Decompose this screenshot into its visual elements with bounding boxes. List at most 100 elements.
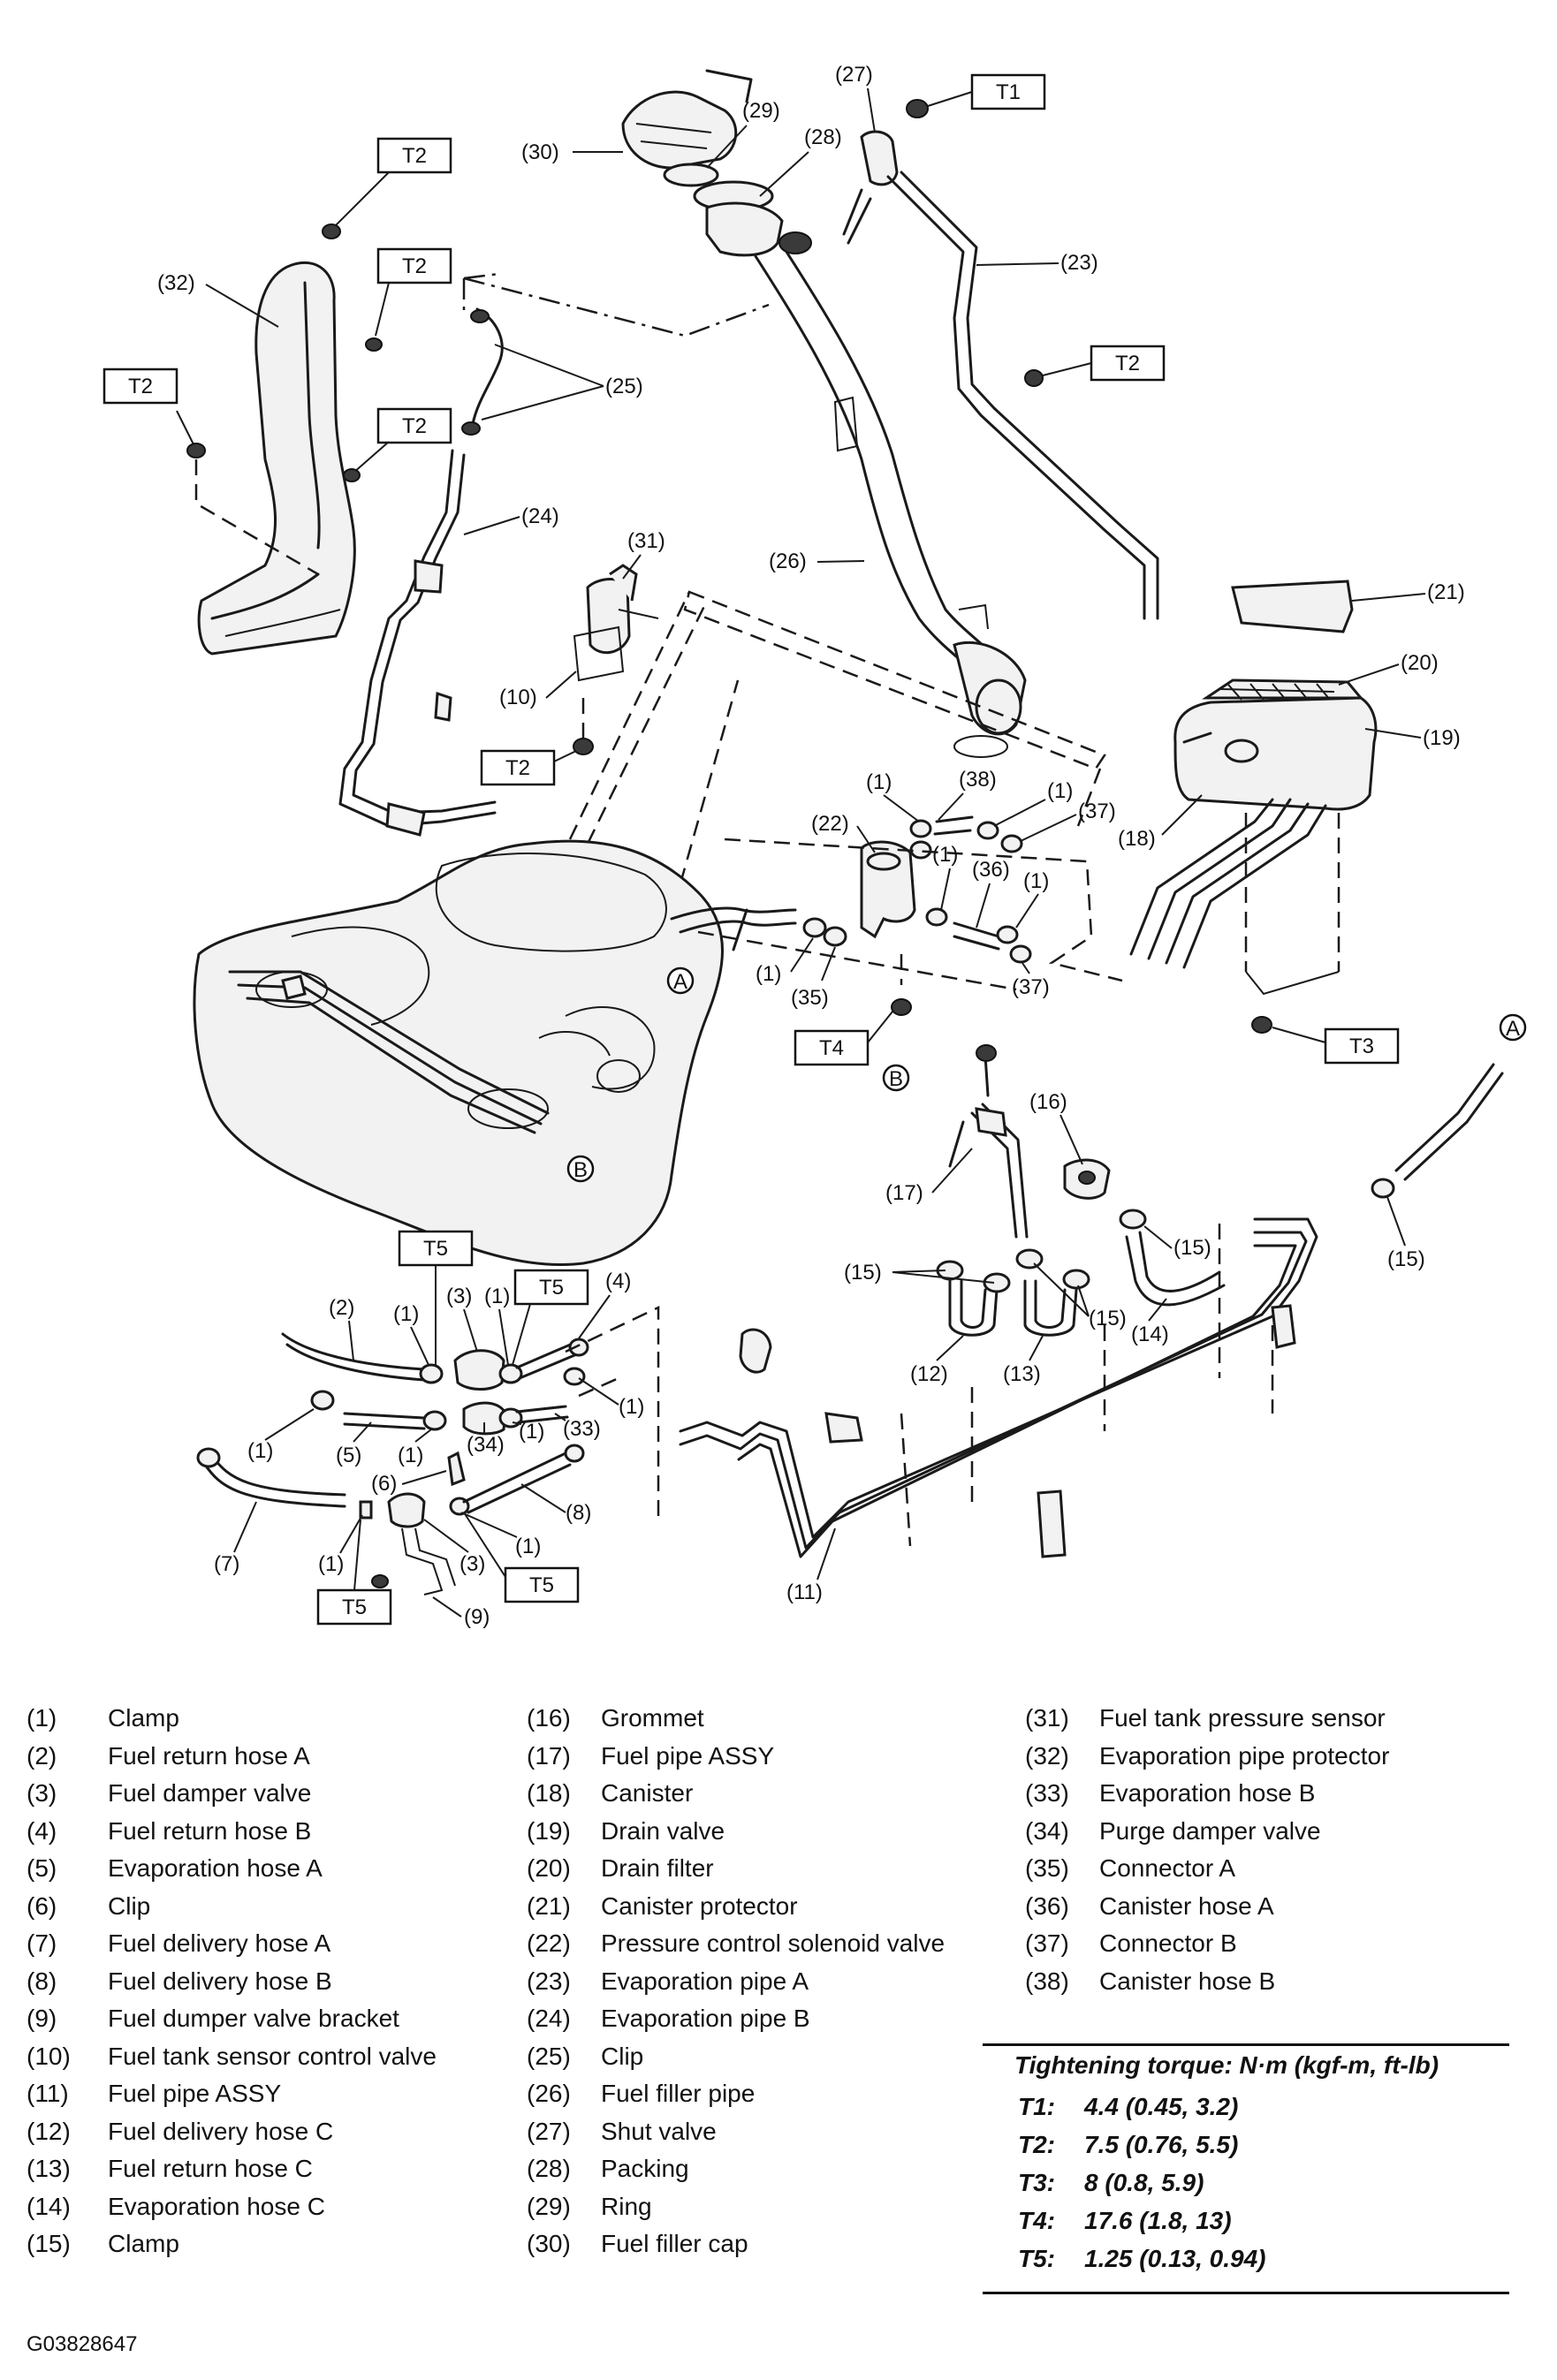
legend-item-number: (2) <box>27 1741 57 1770</box>
legend-item-label: Evaporation pipe A <box>601 1967 809 1995</box>
legend-item-label: Fuel pipe ASSY <box>108 2080 282 2107</box>
callout-17: (17) <box>885 1148 973 1205</box>
legend-item-label: Fuel dumper valve bracket <box>108 2005 399 2032</box>
evaporation-pipe-b-part <box>338 449 497 837</box>
svg-text:(2): (2) <box>329 1296 354 1320</box>
legend-item-number: (12) <box>27 2117 71 2145</box>
torque-box-t5-a: T5 <box>398 1230 474 1365</box>
callout-11: (11) <box>786 1527 836 1604</box>
callout-29: (29) <box>706 99 780 169</box>
legend-item-label: Fuel damper valve <box>108 1779 312 1807</box>
callout-20: (20) <box>1338 651 1439 686</box>
callout-1-lower-f: (1) <box>578 1377 644 1419</box>
svg-text:(7): (7) <box>214 1552 239 1576</box>
callout-2: (2) <box>329 1296 354 1361</box>
svg-text:(37): (37) <box>1012 975 1050 999</box>
svg-text:(30): (30) <box>521 140 559 164</box>
callout-12: (12) <box>910 1335 964 1386</box>
svg-text:(13): (13) <box>1003 1362 1041 1386</box>
svg-text:T4: T4 <box>819 1036 844 1060</box>
callout-1-tank: (1) <box>756 937 814 986</box>
legend-item-number: (13) <box>27 2155 71 2182</box>
torque-box-t5-d: T5 <box>463 1512 580 1603</box>
tightening-torque-table: Tightening torque: N·m (kgf-m, ft-lb) T1… <box>983 2043 1509 2294</box>
torque-key: T3: <box>1018 2169 1055 2196</box>
filler-dash-outline <box>683 590 1106 770</box>
callout-1-lower-b: (1) <box>484 1285 510 1366</box>
callout-18: (18) <box>1118 794 1203 851</box>
legend-item-label: Canister protector <box>601 1891 798 1920</box>
callout-24: (24) <box>463 504 559 535</box>
torque-box-t2-c: T2 <box>103 368 319 576</box>
legend-item-label: Drain valve <box>601 1816 725 1845</box>
callout-5: (5) <box>336 1421 372 1467</box>
legend-item-label: Purge damper valve <box>1099 1816 1321 1845</box>
callout-16: (16) <box>1029 1090 1083 1165</box>
legend-item-label: Evaporation hose A <box>108 1854 323 1882</box>
svg-text:(29): (29) <box>742 99 780 123</box>
svg-text:(1): (1) <box>866 770 892 794</box>
callout-1-solenoid-right: (1) <box>993 779 1073 827</box>
legend-item-number: (26) <box>527 2080 571 2107</box>
legend-item-label: Fuel filler cap <box>601 2230 748 2257</box>
callout-6: (6) <box>371 1470 447 1496</box>
legend-item-number: (24) <box>527 2005 571 2032</box>
callout-1-lower-c: (1) <box>247 1408 315 1463</box>
callout-3-lower: (3) <box>423 1519 485 1576</box>
legend-item-number: (19) <box>527 1816 571 1845</box>
legend-item-number: (14) <box>27 2192 71 2220</box>
torque-row: T3:8 (0.8, 5.9) <box>983 2164 1509 2202</box>
shut-valve-and-evap-pipe-a <box>842 99 1159 620</box>
figure-code: G03828647 <box>27 2332 138 2356</box>
callout-8: (8) <box>520 1483 591 1525</box>
lower-left-hose-group <box>196 1306 660 1596</box>
connection-marker-a-right: A <box>1499 1013 1527 1042</box>
legend-item-number: (37) <box>1025 1929 1069 1957</box>
svg-text:(27): (27) <box>835 63 873 87</box>
svg-text:(25): (25) <box>605 375 643 398</box>
legend-item-number: (32) <box>1025 1741 1069 1770</box>
callout-37-bottom: (37) <box>1012 962 1050 999</box>
svg-text:(32): (32) <box>157 271 195 295</box>
callout-23: (23) <box>976 251 1098 275</box>
legend-item-label: Fuel delivery hose C <box>108 2117 334 2145</box>
legend-item-label: Drain filter <box>601 1854 714 1882</box>
svg-text:(8): (8) <box>566 1501 591 1525</box>
legend-item-label: Evaporation pipe protector <box>1099 1741 1390 1770</box>
svg-text:(6): (6) <box>371 1472 397 1496</box>
svg-text:A: A <box>673 970 687 994</box>
torque-key: T5: <box>1018 2245 1055 2272</box>
svg-text:(1): (1) <box>1023 869 1049 893</box>
torque-box-t5-c: T5 <box>316 1519 392 1626</box>
svg-text:T2: T2 <box>128 375 153 398</box>
legend-item-label: Clamp <box>108 1704 179 1732</box>
svg-text:T5: T5 <box>529 1573 554 1597</box>
svg-text:(33): (33) <box>563 1417 601 1441</box>
svg-text:T2: T2 <box>402 254 427 278</box>
callout-1-solenoid-lowright: (1) <box>1015 869 1049 929</box>
legend-item-label: Packing <box>601 2155 689 2182</box>
legend-item-label: Evaporation hose B <box>1099 1779 1316 1807</box>
legend-item-number: (22) <box>527 1929 571 1957</box>
legend-item-number: (18) <box>527 1779 571 1807</box>
svg-text:(15): (15) <box>1173 1236 1211 1260</box>
clip-25-part <box>461 272 770 436</box>
torque-table-title: Tightening torque: N·m (kgf-m, ft-lb) <box>1014 2051 1439 2079</box>
callout-30: (30) <box>521 140 623 164</box>
legend-item-label: Evaporation pipe B <box>601 2005 810 2032</box>
legend-item-label: Clamp <box>108 2230 179 2257</box>
callout-1-lower-a: (1) <box>393 1302 429 1366</box>
svg-text:(4): (4) <box>605 1270 631 1293</box>
svg-text:(5): (5) <box>336 1444 361 1467</box>
torque-box-t2-a: T2 <box>322 137 452 239</box>
legend-item-label: Fuel return hose C <box>108 2155 313 2182</box>
legend-item-number: (23) <box>527 1967 571 1995</box>
callout-27: (27) <box>835 63 876 133</box>
legend-item-label: Ring <box>601 2192 652 2220</box>
legend-item-number: (36) <box>1025 1891 1069 1920</box>
legend-item-label: Fuel tank pressure sensor <box>1099 1704 1386 1732</box>
legend-item-number: (20) <box>527 1854 571 1882</box>
callout-21: (21) <box>1351 580 1465 604</box>
callout-1-lower-g: (1) <box>318 1514 363 1576</box>
svg-text:(15): (15) <box>844 1261 882 1285</box>
